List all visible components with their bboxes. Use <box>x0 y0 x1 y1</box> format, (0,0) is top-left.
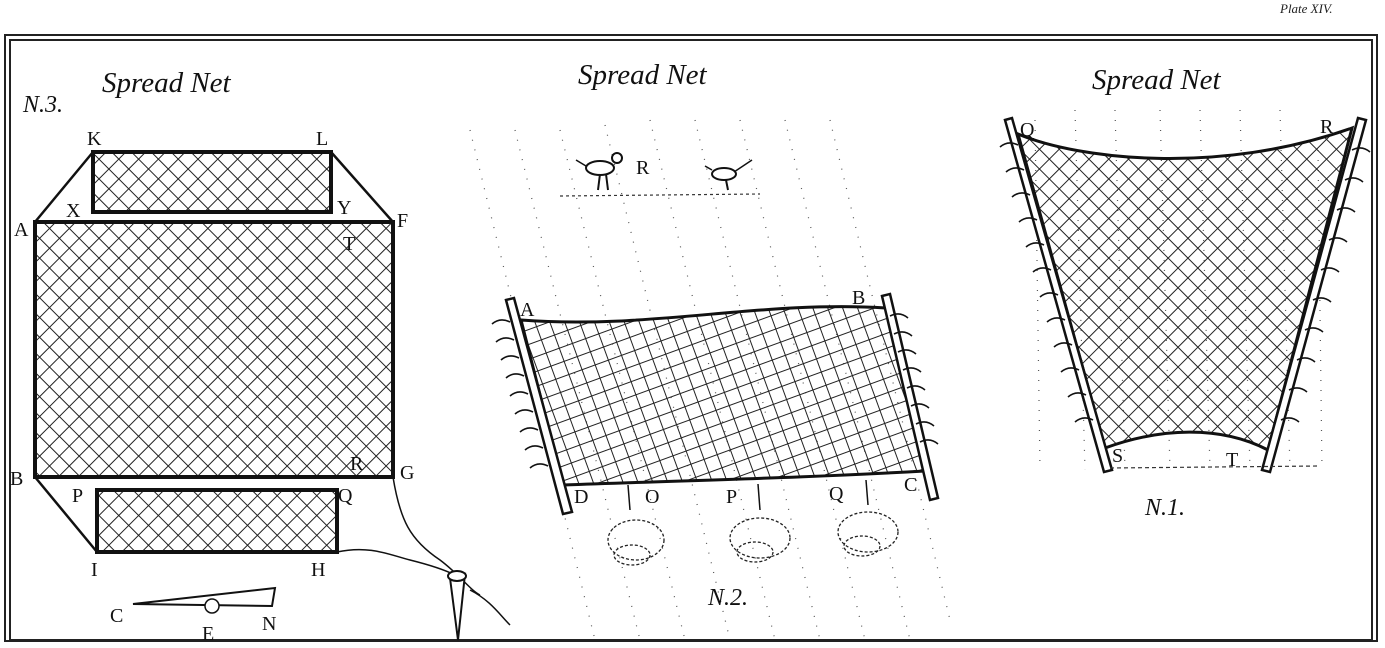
bird-icon <box>575 152 623 191</box>
fig1-pegs <box>999 142 1371 423</box>
figure-1: Spread Net <box>999 64 1371 521</box>
fig3-label-b: B <box>10 468 23 490</box>
wedge-icon <box>132 586 277 608</box>
fig1-ground <box>1109 465 1321 469</box>
fig3-label-g: G <box>400 462 414 484</box>
fig2-label-p: P <box>726 486 737 508</box>
fig2-title: Spread Net <box>578 59 708 91</box>
fig2-label-q: Q <box>829 483 844 505</box>
bird-icon <box>704 159 753 191</box>
plate-inner-frame <box>9 39 1373 641</box>
fig2-pole-right <box>880 292 940 502</box>
figure-2: Spread Net <box>469 59 951 641</box>
fig3-title: Spread Net <box>102 67 232 99</box>
fig3-label-a: A <box>14 219 29 241</box>
fig3-bottom-net <box>95 488 339 554</box>
fig2-pegs <box>491 313 939 469</box>
fig2-label-b: B <box>852 287 865 309</box>
fig3-main-net <box>33 220 395 479</box>
fig2-number: N.2. <box>707 585 748 611</box>
fig3-label-n: N <box>262 613 276 635</box>
fig3-top-net <box>91 150 333 214</box>
fig1-label-q: Q <box>1020 119 1035 141</box>
fig3-label-x: X <box>66 200 81 222</box>
fig3-cord <box>33 150 95 224</box>
fig3-label-q: Q <box>338 485 353 507</box>
stake-icon <box>448 572 467 641</box>
fig3-pull-line <box>392 476 481 596</box>
fig3-cord <box>329 150 395 224</box>
fig3-label-y: Y <box>337 197 351 219</box>
bush-icon <box>607 484 665 566</box>
fig3-label-h: H <box>311 559 325 581</box>
fig3-cord <box>33 475 99 554</box>
fig3-pull-line <box>469 589 511 626</box>
fig1-number: N.1. <box>1144 495 1185 521</box>
fig1-pole-right <box>1260 116 1368 474</box>
fig3-label-t: T <box>343 233 355 255</box>
stake-head <box>447 570 467 582</box>
fig3-label-i: I <box>91 559 98 581</box>
fig3-number: N.3. <box>22 92 63 118</box>
fig2-label-r: R <box>636 157 650 179</box>
fig1-label-t: T <box>1226 449 1238 471</box>
figure-3: Spread Net N.3. K L X Y A F T B G R P <box>10 67 511 645</box>
fig1-label-r: R <box>1320 116 1334 138</box>
fig2-label-o: O <box>645 486 659 508</box>
fig2-pole-left <box>504 296 574 516</box>
fig3-label-e: E <box>202 623 214 645</box>
fig3-label-c: C <box>110 605 123 627</box>
fig2-label-d: D <box>574 486 588 508</box>
fig2-horizon <box>559 193 761 197</box>
fig1-label-s: S <box>1112 445 1123 467</box>
fig3-label-r: R <box>350 453 364 475</box>
wedge-ring <box>204 598 220 614</box>
bush-icon <box>837 479 899 557</box>
fig3-pull-line <box>336 548 456 576</box>
fig3-label-k: K <box>87 128 102 150</box>
fig1-title: Spread Net <box>1092 64 1222 96</box>
fig1-net <box>1015 125 1355 453</box>
plate-label: Plate XIV. <box>1279 1 1333 16</box>
fig3-label-p: P <box>72 485 83 507</box>
fig2-label-a: A <box>520 299 535 321</box>
bush-icon <box>729 483 791 563</box>
fig2-label-c: C <box>904 474 917 496</box>
fig3-label-l: L <box>316 128 328 150</box>
fig3-label-f: F <box>397 210 408 232</box>
fig2-net <box>519 305 927 487</box>
fig1-pole-left <box>1003 116 1114 474</box>
